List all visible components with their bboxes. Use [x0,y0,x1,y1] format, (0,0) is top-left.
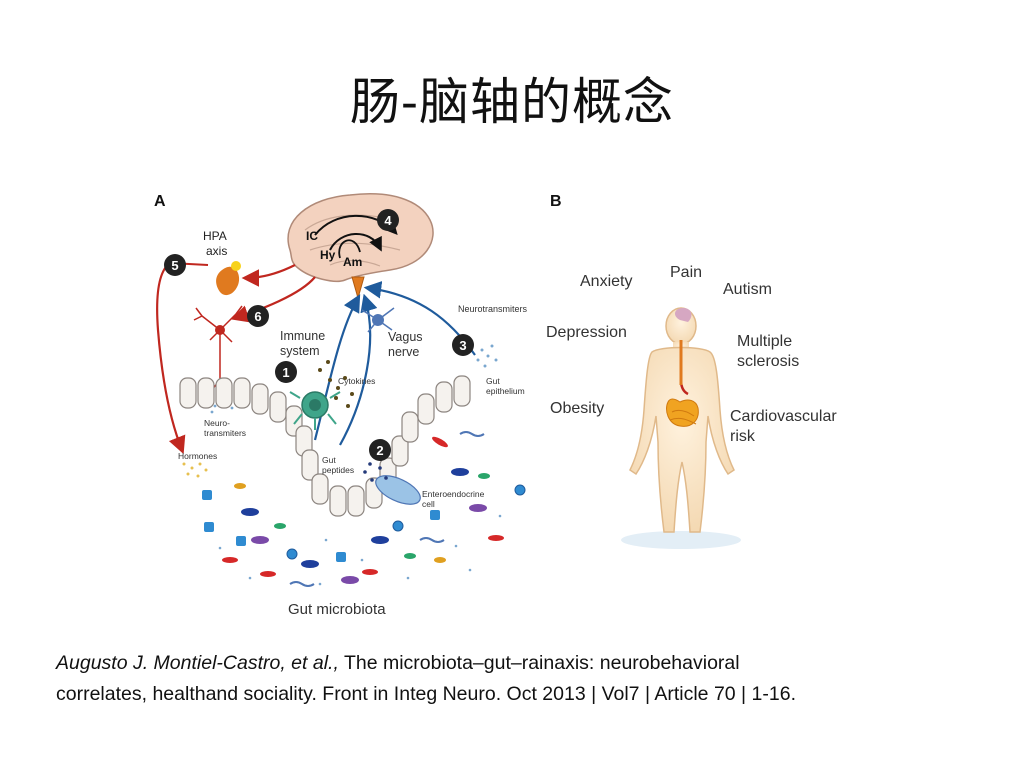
condition-obesity: Obesity [550,400,604,417]
enteroendocrine-line1: Enteroendocrine [422,489,485,499]
badge-5: 5 [164,254,186,276]
figure-svg: A IC Hy Am HPA axis [154,193,837,618]
gut-microbiota-illustration [202,431,526,587]
gut-brain-figure: A IC Hy Am HPA axis [140,180,900,625]
badge-6: 6 [247,305,269,327]
enteroendocrine-line2: cell [422,499,435,509]
badge-5-text: 5 [171,258,178,273]
badge-4: 4 [377,209,399,231]
citation: Augusto J. Montiel-Castro, et al., The m… [56,648,986,710]
gut-epithelium-line2: epithelium [486,386,525,396]
condition-cardio-line1: Cardiovascular [730,408,837,425]
condition-cardio-line2: risk [730,428,756,445]
gut-epithelium [179,375,471,517]
hpa-label-line2: axis [206,244,227,258]
citation-authors: Augusto J. Montiel-Castro, et al., [56,652,339,674]
badge-2-text: 2 [376,443,383,458]
condition-pain: Pain [670,264,702,281]
badge-3-text: 3 [459,338,466,353]
panel-b: B Anxiety Pain Autism Depression [546,193,837,549]
citation-text-line1: The microbiota–gut–rainaxis: neurobehavi… [343,652,740,674]
citation-text-line2: correlates, healthand sociality. Front i… [56,683,796,705]
vagus-label-line2: nerve [388,345,419,359]
hpa-to-hormones-arrow [156,262,186,455]
badge-1-text: 1 [282,365,289,380]
adrenal-gland-icon [216,261,241,296]
condition-ms-line1: Multiple [737,333,792,350]
brain-label-am: Am [343,255,362,269]
neurotransmitters-top-label: Neurotransmiters [458,304,528,314]
badge-3: 3 [452,334,474,356]
hormones-label: Hormones [178,451,217,461]
vagus-to-brain-arrow [339,293,378,446]
gut-microbiota-label: Gut microbiota [288,601,386,618]
cytokine-dots [318,360,354,408]
enteroendocrine-cell-icon [375,475,421,505]
gut-peptides-line2: peptides [322,465,354,475]
hormone-dots [182,462,208,478]
gut-epithelium-line1: Gut [486,376,500,386]
condition-ms-line2: sclerosis [737,353,799,370]
badge-2: 2 [369,439,391,461]
cytokines-label: Cytokines [338,376,375,386]
brain-label-hy: Hy [320,248,336,262]
immune-label-line1: Immune [280,329,325,343]
gut-peptides-line1: Gut [322,455,336,465]
badge-6-text: 6 [254,309,261,324]
slide-title: 肠-脑轴的概念 [350,73,674,131]
hpa-label-line1: HPA [203,229,227,243]
badge-4-text: 4 [384,213,392,228]
brain-to-neuron-arrow [230,276,316,323]
immune-to-brain-arrow [313,294,361,441]
panel-a-label: A [154,193,166,210]
panel-b-label: B [550,193,562,210]
neurotransmitters-left-line2: transmiters [204,428,246,438]
condition-depression: Depression [546,324,627,341]
immune-cell-icon [289,391,341,430]
badge-1: 1 [275,361,297,383]
gut-peptide-dots [363,462,388,482]
vagus-neuron-icon [361,307,395,333]
neurotransmitters-left-line1: Neuro- [204,418,230,428]
immune-label-line2: system [280,344,320,358]
neurotransmitter-dots [476,344,498,368]
condition-autism: Autism [723,281,772,298]
brain-to-hpa-arrow [241,264,296,287]
brain-label-ic: IC [306,229,318,243]
panel-a: A IC Hy Am HPA axis [154,193,528,618]
human-body-illustration [621,307,741,549]
condition-anxiety: Anxiety [580,273,632,290]
vagus-label-line1: Vagus [388,330,423,344]
